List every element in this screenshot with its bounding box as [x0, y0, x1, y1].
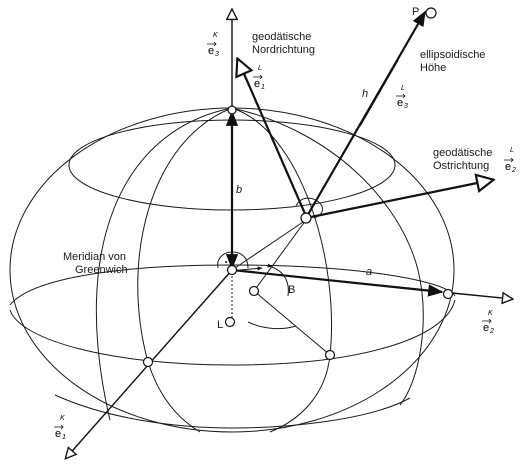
- svg-text:L: L: [510, 147, 514, 154]
- svg-text:e: e: [254, 78, 260, 90]
- point-P-marker: [425, 7, 437, 19]
- axis-a-endpoint: [442, 288, 454, 300]
- meridian-right-back: [231, 107, 424, 406]
- north-pole-point: [227, 105, 237, 115]
- meridian-right: [231, 107, 333, 433]
- angle-arc-L: [247, 321, 297, 330]
- vector-overbars: [54, 41, 514, 430]
- svg-text:K: K: [213, 32, 218, 39]
- svg-text:3: 3: [404, 103, 408, 110]
- projection-line: [253, 290, 331, 356]
- greenwich-label-2: Greenwich: [75, 264, 128, 276]
- surface-point: [300, 212, 312, 224]
- svg-text:e: e: [483, 322, 489, 334]
- vector-eL3-label: L e 3: [397, 85, 408, 110]
- vector-eL2-label: L e 2: [505, 147, 516, 174]
- parallel-equator: [9, 299, 456, 366]
- vector-eL1-label: L e 1: [254, 65, 265, 91]
- svg-text:2: 2: [511, 167, 516, 174]
- svg-text:1: 1: [62, 434, 66, 441]
- vector-eK2-label: K e 2: [483, 310, 494, 335]
- east-vector-eL2: [305, 180, 492, 220]
- normal-to-axis: [253, 219, 307, 292]
- right-angle-center: [217, 251, 249, 269]
- svg-text:L: L: [401, 85, 405, 92]
- h-label: h: [362, 88, 368, 100]
- axis-eK2: [451, 293, 512, 299]
- north-direction-label-2: Nordrichtung: [252, 44, 315, 56]
- vector-eK1-label: K e 1: [55, 415, 66, 441]
- semi-major-axis-a: [231, 268, 444, 297]
- center-point: [226, 264, 238, 276]
- svg-text:K: K: [488, 310, 493, 317]
- greenwich-label-1: Meridian von: [63, 251, 126, 263]
- svg-text:e: e: [397, 97, 403, 109]
- svg-text:L: L: [258, 65, 262, 72]
- north-direction-label-1: geodätische: [252, 31, 311, 43]
- ellipsoid-height-label-2: Höhe: [420, 62, 446, 74]
- svg-text:2: 2: [489, 328, 494, 335]
- svg-text:1: 1: [261, 84, 265, 91]
- b-label: b: [236, 184, 242, 196]
- surface-normal: [231, 219, 307, 271]
- point-p-label: P: [412, 6, 419, 18]
- normal-axis-point: [248, 285, 260, 297]
- svg-text:K: K: [60, 415, 65, 422]
- svg-text:e: e: [208, 45, 214, 57]
- L-label: L: [217, 319, 223, 331]
- north-vector-eL1: [238, 60, 308, 217]
- east-direction-label-1: geodätische: [433, 147, 492, 159]
- east-direction-label-2: Ostrichtung: [433, 160, 489, 172]
- angle-arc-B: [267, 263, 289, 297]
- parallel-lower: [54, 394, 411, 429]
- a-label: a: [366, 266, 372, 278]
- meridian-left: [95, 107, 233, 421]
- svg-text:e: e: [505, 161, 511, 173]
- point-L-marker: [224, 316, 236, 328]
- equator-point-right: [324, 349, 336, 361]
- equator-point-left: [142, 356, 154, 368]
- normal-vector-eL3: [359, 59, 399, 127]
- vector-eK3-label: K e 3: [208, 32, 219, 58]
- svg-text:e: e: [55, 428, 61, 440]
- B-label: B: [288, 284, 295, 296]
- svg-text:3: 3: [215, 51, 219, 58]
- right-angle-top: [295, 197, 323, 219]
- height-h: [305, 10, 426, 219]
- meridian-front: [137, 107, 233, 433]
- ellipsoid-height-label-1: ellipsoidische: [420, 49, 485, 61]
